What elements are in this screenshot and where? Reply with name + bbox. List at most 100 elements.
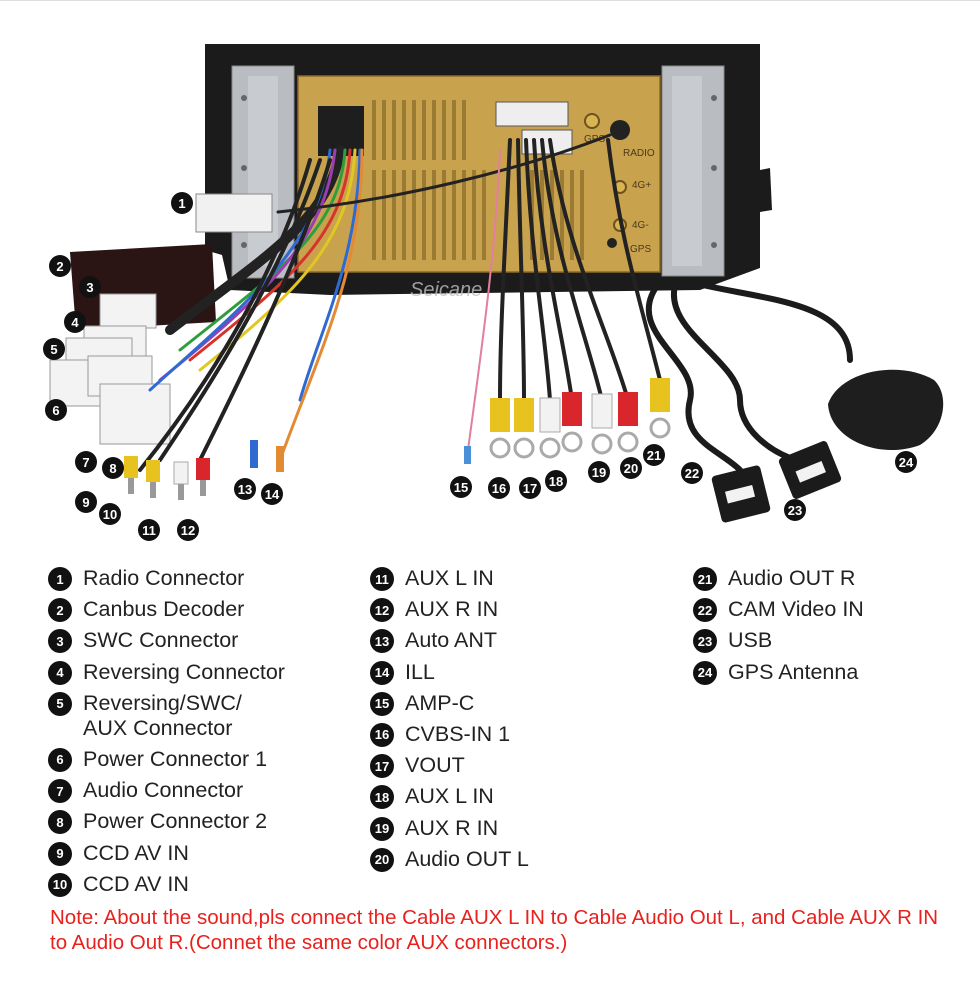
- callout-20: 20: [620, 457, 642, 479]
- svg-text:1: 1: [178, 196, 185, 211]
- legend-number-badge: 20: [370, 847, 394, 872]
- svg-text:21: 21: [647, 448, 661, 463]
- gps-antenna: [828, 369, 944, 451]
- legend-number-badge: 9: [48, 841, 72, 866]
- callout-23: 23: [784, 499, 806, 521]
- legend-label: Audio Connector: [83, 778, 244, 803]
- svg-text:20: 20: [624, 461, 638, 476]
- legend-number-badge: 6: [48, 747, 72, 772]
- legend-label: Audio OUT L: [405, 846, 529, 871]
- svg-text:10: 10: [103, 507, 117, 522]
- legend-label: AUX R IN: [405, 815, 499, 840]
- callout-17: 17: [519, 477, 541, 499]
- svg-text:19: 19: [592, 465, 606, 480]
- rca-plugs-middle: [489, 378, 671, 459]
- panel-label-4g-minus: 4G-: [632, 220, 649, 231]
- callout-12: 12: [177, 519, 199, 541]
- auto-ant-wire-end: [250, 440, 258, 468]
- callout-10: 10: [99, 503, 121, 525]
- rca-plugs-left: [124, 456, 210, 500]
- legend-label: Power Connector 1: [83, 746, 268, 771]
- svg-text:7: 7: [82, 455, 89, 470]
- callout-5: 5: [43, 338, 65, 360]
- legend-number-badge: 16: [370, 722, 394, 747]
- legend-item: 6 Power Connector 1: [48, 747, 285, 772]
- panel-label-gps-2: GPS: [630, 244, 651, 255]
- swc-connector: [99, 293, 157, 329]
- legend-label: Power Connector 2: [83, 809, 268, 834]
- usb-cables: [645, 279, 853, 473]
- gps-socket: [584, 113, 600, 129]
- callout-8: 8: [102, 457, 124, 479]
- svg-text:16: 16: [492, 481, 506, 496]
- legend-number-badge: 8: [48, 810, 72, 835]
- callout-22: 22: [681, 462, 703, 484]
- legend-label: CAM Video IN: [728, 597, 864, 622]
- svg-text:9: 9: [82, 495, 89, 510]
- legend-label: AUX L IN: [405, 566, 494, 590]
- callout-18: 18: [545, 470, 567, 492]
- legend-item: 19 AUX R IN: [370, 816, 529, 841]
- svg-text:17: 17: [523, 481, 537, 496]
- legend-label: Auto ANT: [405, 628, 498, 653]
- callout-1: 1: [171, 192, 193, 214]
- ill-wire-end: [276, 446, 284, 472]
- legend-number-badge: 13: [370, 629, 394, 654]
- svg-text:6: 6: [52, 403, 59, 418]
- callout-15: 15: [450, 476, 472, 498]
- legend-number-badge: 22: [693, 598, 717, 623]
- svg-text:18: 18: [549, 474, 563, 489]
- legend-item: 9 CCD AV IN: [48, 841, 285, 866]
- legend-number-badge: 19: [370, 816, 394, 841]
- callout-13: 13: [234, 478, 256, 500]
- legend-number-badge: 21: [693, 567, 717, 591]
- legend-label: ILL: [405, 659, 435, 684]
- svg-text:4: 4: [71, 315, 79, 330]
- svg-text:2: 2: [56, 259, 63, 274]
- callout-badges: 1 2 3 4 5 6 7 8 9 10 11 12 13 14 15 16 1…: [43, 192, 917, 541]
- legend-number-badge: 15: [370, 691, 394, 716]
- legend-label: SWC Connector: [83, 628, 239, 653]
- svg-text:15: 15: [454, 480, 468, 495]
- svg-text:11: 11: [142, 523, 156, 538]
- svg-text:5: 5: [50, 342, 57, 357]
- legend-label: CCD AV IN: [83, 840, 189, 865]
- callout-14: 14: [261, 483, 283, 505]
- wiring-diagram-photo: GPS RADIO 4G+ 4G- GPS Seicane: [0, 0, 980, 541]
- wire-bundle-av: [467, 138, 662, 451]
- svg-text:22: 22: [685, 466, 699, 481]
- legend-item: 8 Power Connector 2: [48, 809, 285, 835]
- callout-4: 4: [64, 311, 86, 333]
- svg-text:12: 12: [181, 523, 195, 538]
- legend-label: Reversing Connector: [83, 659, 285, 684]
- callout-3: 3: [79, 276, 101, 298]
- legend-number-badge: 5: [48, 691, 72, 716]
- callout-24: 24: [895, 451, 917, 473]
- svg-text:8: 8: [109, 461, 116, 476]
- legend-number-badge: 1: [48, 567, 72, 591]
- legend-label: AUX R IN: [405, 597, 499, 622]
- watermark: Seicane: [410, 279, 482, 301]
- svg-text:14: 14: [265, 487, 280, 502]
- callout-19: 19: [588, 461, 610, 483]
- svg-text:13: 13: [238, 482, 252, 497]
- legend-number-badge: 10: [48, 872, 72, 897]
- head-unit: GPS RADIO 4G+ 4G- GPS Seicane: [205, 44, 772, 301]
- panel-label-radio: RADIO: [623, 148, 655, 159]
- wire-bundle-left: [138, 133, 612, 472]
